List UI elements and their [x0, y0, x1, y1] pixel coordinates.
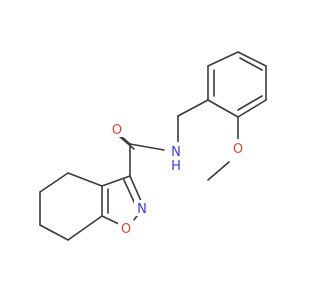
bond	[237, 99, 267, 118]
bond	[129, 143, 165, 151]
ring-oxygen-label: O	[121, 222, 131, 237]
bond	[239, 57, 263, 71]
molecule-diagram: O N H O N O	[39, 51, 267, 241]
structure-canvas: O N H O N O	[39, 51, 267, 241]
amide-nitrogen-label: N	[171, 145, 181, 160]
methoxy-oxygen-label: O	[233, 142, 243, 157]
bond	[237, 51, 267, 67]
bond	[177, 99, 209, 117]
bond	[101, 215, 122, 226]
bond	[129, 175, 142, 202]
bond	[237, 95, 263, 111]
bond	[39, 172, 69, 193]
carbonyl-oxygen-label: O	[112, 123, 122, 138]
atom-labels: O N H O N O	[110, 121, 246, 237]
bond	[67, 215, 103, 241]
amide-hydrogen-label: H	[171, 159, 181, 174]
bond	[118, 135, 135, 150]
bond	[39, 224, 69, 241]
bond	[207, 161, 230, 181]
ring-nitrogen-label: N	[137, 202, 147, 217]
bond	[101, 175, 131, 187]
bond	[123, 179, 136, 205]
bond	[67, 172, 103, 187]
bond	[207, 51, 239, 67]
bond	[207, 99, 239, 118]
